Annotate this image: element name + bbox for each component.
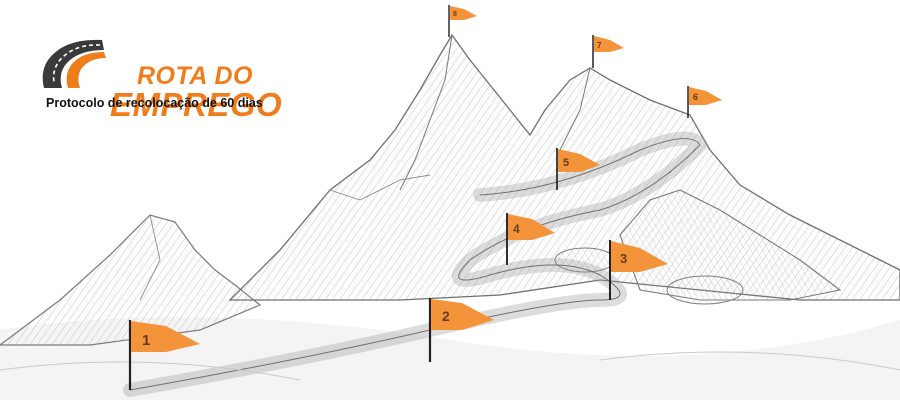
flag-2: 2 xyxy=(428,298,494,362)
flag-7: 7 xyxy=(592,35,624,68)
flag-4: 4 xyxy=(506,213,555,265)
brand-title-line1: ROTA DO xyxy=(137,62,253,90)
flag-number: 3 xyxy=(620,251,627,266)
flag-banner xyxy=(611,241,668,272)
brand-title-line2: EMPREGO xyxy=(110,86,283,123)
flag-banner xyxy=(450,6,477,20)
flag-number: 7 xyxy=(597,41,602,50)
flag-banner xyxy=(131,321,200,352)
flag-3: 3 xyxy=(609,240,668,300)
brand-tagline: Protocolo de recolocação de 60 dias xyxy=(46,96,263,110)
flag-banner xyxy=(558,149,600,172)
rock xyxy=(666,275,744,305)
flag-6: 6 xyxy=(687,86,722,118)
road-logo-icon xyxy=(42,39,106,88)
flag-number: 1 xyxy=(142,332,150,349)
flag-banner xyxy=(689,87,722,105)
flag-number: 8 xyxy=(453,11,457,18)
flag-banner xyxy=(508,214,555,240)
mountain-left xyxy=(0,214,262,346)
brand-logo: ROTA DO EMPREGO xyxy=(34,30,282,121)
flag-number: 2 xyxy=(442,308,450,324)
flag-number: 4 xyxy=(513,222,520,236)
flag-8: 8 xyxy=(448,5,477,37)
flag-number: 6 xyxy=(693,92,698,102)
flag-banner xyxy=(431,299,494,330)
flag-number: 5 xyxy=(563,157,569,169)
flag-5: 5 xyxy=(556,148,600,190)
flag-1: 1 xyxy=(128,320,200,390)
flag-banner xyxy=(594,36,624,52)
ground xyxy=(0,317,900,400)
